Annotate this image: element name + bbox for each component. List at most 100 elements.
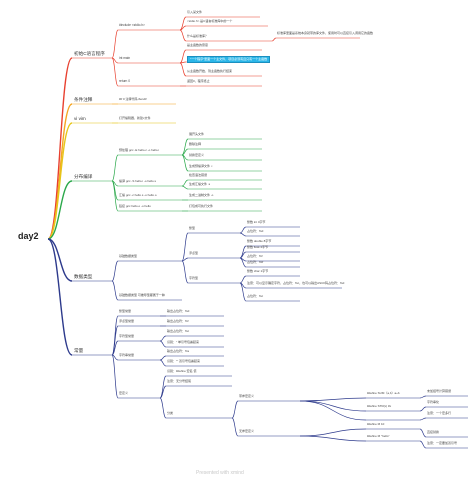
sub-connector xyxy=(111,340,119,356)
branch-topic: 常量 xyxy=(74,348,84,353)
sub-connector xyxy=(159,335,167,342)
sub-connector xyxy=(419,406,427,412)
sub-connector xyxy=(111,354,119,399)
leaf: 未加括号计算错误 xyxy=(427,389,452,393)
subtopic: 基础数据类型 xyxy=(119,254,138,258)
leaf: #define M "hello" xyxy=(367,434,390,438)
leaf: 占位符：%c xyxy=(247,294,264,298)
leaf: 输出占位符：%s xyxy=(167,349,190,353)
branch-connector xyxy=(47,238,73,356)
branch-topic: 数据类型 xyxy=(74,274,93,279)
leaf: "一个程序"里面一个主文件，项目必须有且只有一个主函数 xyxy=(187,56,271,63)
sub-connector xyxy=(299,400,367,421)
leaf: 引入某文件 xyxy=(187,10,203,14)
leaf: <stdio.h> 是C语言标准库中的一个 xyxy=(187,19,233,23)
leaf: 字符串化 xyxy=(427,400,440,404)
leaf: 返回0，程序终止 xyxy=(187,79,210,83)
leaf: 整数 char 1字节 xyxy=(247,269,269,273)
subtopic: 字符串常量 xyxy=(119,353,135,357)
leaf: 注意：一定要加双引号 xyxy=(427,441,458,445)
sub-connector xyxy=(299,428,367,437)
subtopic: 字符型 xyxy=(189,276,199,280)
sub-connector xyxy=(299,400,367,412)
sub-connector xyxy=(181,232,189,262)
leaf: 检查语法错误 xyxy=(189,173,208,177)
sub-connector xyxy=(111,180,119,212)
subtopic: 带参宏定义 xyxy=(239,394,255,398)
sub-connector xyxy=(181,260,189,284)
sub-connector xyxy=(231,417,239,437)
branch-topic: 初始C语言程序 xyxy=(74,51,105,56)
sub-connector xyxy=(239,226,247,234)
sub-connector xyxy=(111,354,119,361)
sub-connector xyxy=(181,185,189,190)
sub-connector xyxy=(419,440,427,449)
leaf: #define M 10 xyxy=(367,422,385,426)
leaf: 注意：无分号结尾 xyxy=(167,379,192,383)
sub-connector xyxy=(179,62,187,77)
subtopic: 浮点型常量 xyxy=(119,319,135,323)
sub-connector xyxy=(181,154,189,172)
sub-connector xyxy=(159,397,167,419)
sub-connector xyxy=(239,257,247,268)
subtopic: 宏定义 xyxy=(119,391,129,395)
leaf: 打包成可执行文件 xyxy=(189,204,214,208)
leaf: 直接替换 xyxy=(427,430,440,434)
sub-connector xyxy=(239,232,247,237)
sub-connector xyxy=(111,325,119,356)
branch-connector xyxy=(47,238,73,282)
sub-connector xyxy=(299,435,367,442)
sub-connector xyxy=(419,428,427,438)
subtopic: 编译 gcc -S hello.i -o hello.s xyxy=(119,179,157,183)
branch-connector xyxy=(47,103,73,240)
sub-connector xyxy=(181,179,189,187)
leaf: 生成预编译文件 .i xyxy=(189,164,213,168)
subtopic: #include <stdio.h> xyxy=(119,23,145,27)
branch-topic: 条件注释 xyxy=(74,97,93,102)
leaf: #define STR(x) #x xyxy=(367,404,392,408)
leaf: 识别：'' 单引号包裹起来 xyxy=(167,340,199,344)
subtopic: 链接 gcc hello.o -o hello xyxy=(119,204,151,208)
subtopic: 无参宏定义 xyxy=(239,429,255,433)
branch-topic: 分布编译 xyxy=(74,174,93,179)
subtopic: 预处理 gcc -E hello.c -o hello.i xyxy=(119,148,160,152)
branch-connector xyxy=(47,122,73,240)
sub-connector xyxy=(111,260,119,282)
sub-connector xyxy=(181,257,189,262)
sub-connector xyxy=(231,400,239,419)
leaf: 替换宏定义 xyxy=(189,153,205,157)
leaf: #define SUM（a,b）a+b xyxy=(367,391,400,395)
subtopic: 整型 xyxy=(189,226,196,230)
leaf: 整数 float 4字节 xyxy=(247,245,269,249)
leaf: 什么是标准库？ xyxy=(187,34,209,38)
sub-connector xyxy=(159,385,167,399)
leaf: 识别：#define 宏名 值 xyxy=(167,369,197,373)
sub-connector xyxy=(159,340,167,348)
branch-connector xyxy=(47,180,73,240)
leaf: 输出占位符：%d xyxy=(167,309,190,313)
branch-topic: vi vim xyxy=(74,116,86,121)
sub-connector xyxy=(111,57,119,64)
subtopic: return 0 xyxy=(119,79,130,83)
root-topic: day2 xyxy=(18,231,39,241)
subtopic: 分类 xyxy=(167,411,174,415)
sub-connector xyxy=(159,359,167,367)
sub-connector xyxy=(419,417,427,421)
sub-connector xyxy=(111,280,119,301)
leaf: 生成二进制文件 .o xyxy=(189,193,214,197)
leaf: 识别："" 双引号包裹起来 xyxy=(167,359,200,363)
sub-connector xyxy=(111,154,119,182)
leaf: #if 0 注释代码 #endif xyxy=(119,97,147,101)
sub-connector xyxy=(239,275,247,284)
leaf: 展开头文件 xyxy=(189,132,205,136)
leaf: 整数 int 4字节 xyxy=(247,220,266,224)
subtopic: 整型常量 xyxy=(119,309,132,313)
leaf: 输出占位符：%f xyxy=(167,319,189,323)
leaf: 注意：可以显示确定字符，占位符：%c，也可以输出ASCII码占位符：%d xyxy=(247,281,345,285)
sub-connector xyxy=(299,397,367,402)
subtopic: 汇编 gcc -c hello.s -o hello.o xyxy=(119,193,157,197)
leaf: 是主函数的意思 xyxy=(187,43,209,47)
watermark: Presented with xmind xyxy=(196,470,244,476)
leaf: 输出占位符：%c xyxy=(167,329,190,333)
leaf: 占位符：%lf xyxy=(247,260,264,264)
